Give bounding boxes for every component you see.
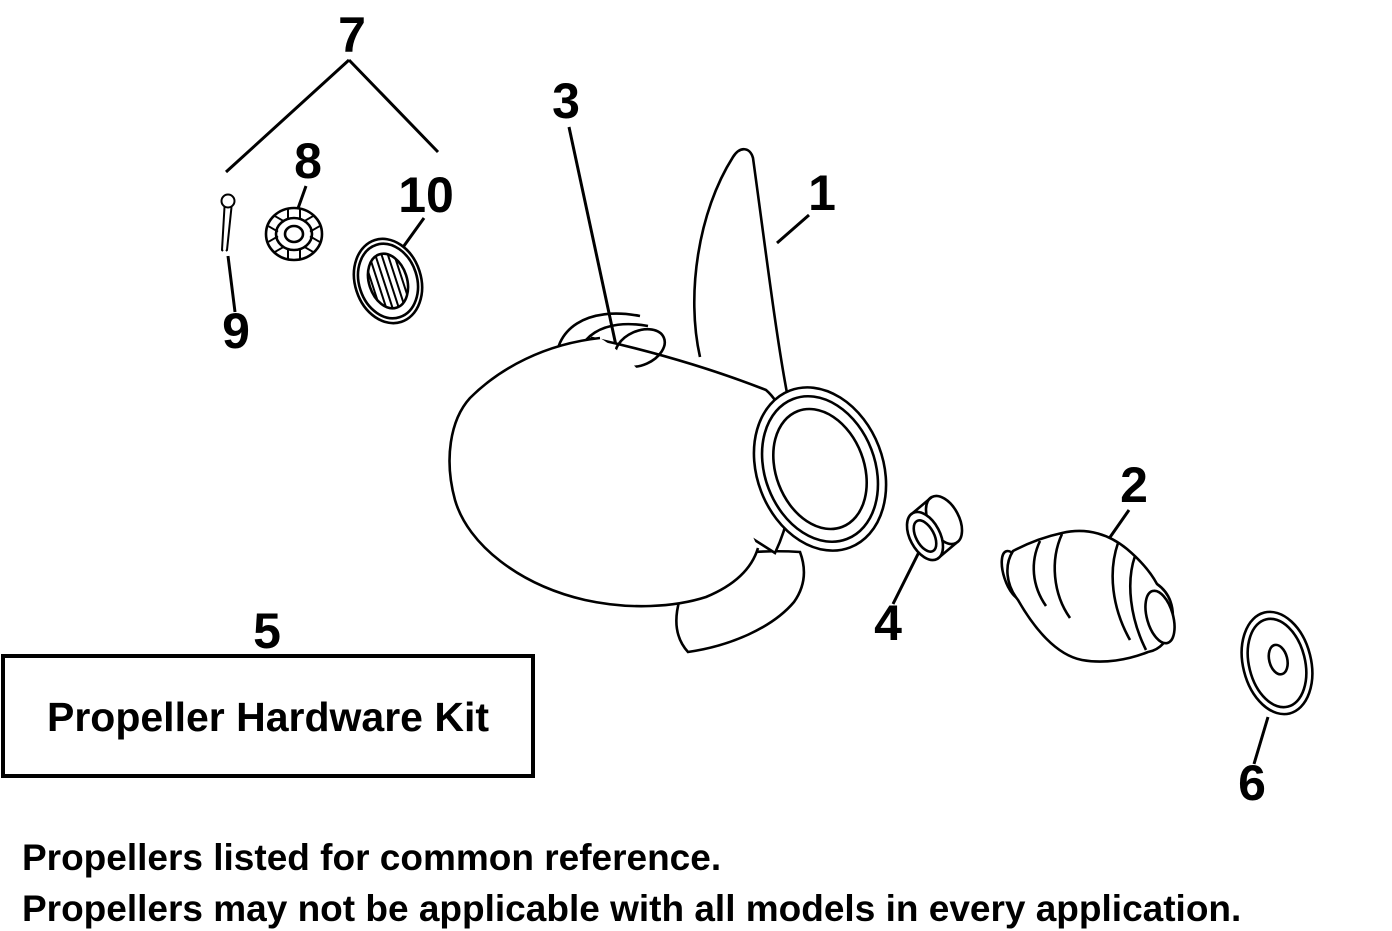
callout-8-label: 8: [294, 133, 322, 189]
thrust-hub-ridge-3: [1111, 542, 1132, 641]
propeller-front-bore: [771, 407, 869, 531]
splined-washer-bore: [366, 252, 410, 310]
callout-1-label: 1: [808, 165, 836, 221]
splined-washer-drawing: [352, 237, 424, 325]
note-line-1: Propellers listed for common reference.: [22, 837, 721, 878]
leader-line-7-right: [347, 58, 440, 154]
propeller-front-rim-mid: [760, 394, 880, 544]
callout-2-label: 2: [1120, 457, 1148, 513]
propeller-drawing: [448, 147, 888, 654]
spacer-ring-top-edge: [911, 496, 933, 514]
castle-nut-hole: [283, 224, 305, 244]
leader-line-7-left: [224, 58, 351, 174]
flat-washer-hole: [1267, 643, 1289, 676]
propeller-top-blade: [692, 147, 789, 394]
thrust-hub-bore: [1144, 589, 1176, 645]
propeller-front-rim: [752, 386, 888, 552]
thrust-hub-ridge-1: [1032, 540, 1048, 607]
castle-nut-drawing: [264, 206, 324, 262]
spacer-ring-drawing: [905, 494, 964, 562]
callout-9-label: 9: [222, 303, 250, 359]
propeller-left-blade: [448, 336, 760, 608]
callout-6-label: 6: [1238, 755, 1266, 811]
callout-5-label: 5: [253, 603, 281, 659]
flat-washer-drawing: [1240, 610, 1314, 716]
splined-washer-rim: [356, 242, 420, 320]
castle-nut-slots: [267, 208, 321, 260]
spacer-ring-front: [905, 510, 945, 562]
cotter-pin-leg-right: [225, 206, 233, 252]
cotter-pin-leg-left: [220, 206, 226, 252]
thrust-hub-drawing: [1000, 529, 1176, 663]
callout-3-label: 3: [552, 73, 580, 129]
kit-box-label: Propeller Hardware Kit: [47, 694, 489, 740]
propeller-left-blade-fill: [449, 338, 758, 607]
leader-line-9: [226, 255, 237, 313]
thrust-hub-ridge-2: [1053, 533, 1072, 619]
callout-4-label: 4: [874, 595, 902, 651]
leader-line-10: [399, 217, 426, 251]
note-line-2: Propellers may not be applicable with al…: [22, 888, 1241, 929]
thrust-hub-ridge-4: [1129, 555, 1148, 651]
leader-line-4: [891, 551, 921, 605]
cotter-pin-drawing: [220, 193, 236, 252]
cotter-pin-head: [220, 193, 236, 209]
propeller-top-blade-fill: [694, 149, 787, 393]
castle-nut-outer: [264, 206, 324, 262]
leader-line-1: [776, 213, 810, 245]
spacer-ring-bore: [912, 519, 938, 553]
callout-7-label: 7: [338, 7, 366, 63]
kit-box: [1, 654, 535, 778]
propeller-front-rim-outer: [752, 386, 888, 552]
castle-nut-face: [274, 216, 314, 252]
callout-10-label: 10: [398, 167, 454, 223]
flat-washer-rim: [1246, 617, 1308, 709]
leader-line-6: [1252, 716, 1270, 765]
